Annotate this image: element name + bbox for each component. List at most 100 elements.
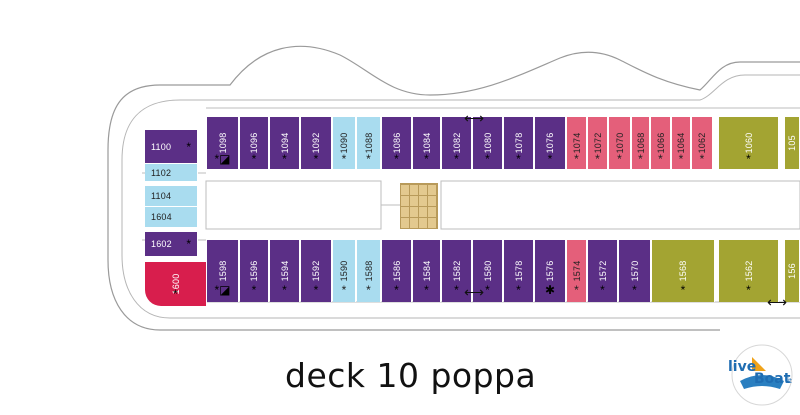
- cabin-marker: *: [313, 283, 319, 297]
- cabin-1576[interactable]: 1576✱: [535, 240, 566, 302]
- cabin-marker: *: [282, 283, 287, 297]
- cabin-number: 1060: [743, 132, 754, 154]
- cabin-1600[interactable]: 1600*: [145, 262, 207, 306]
- cabin-1070[interactable]: 1070*: [609, 117, 631, 169]
- cabin-1104[interactable]: 1104: [145, 186, 198, 206]
- stairwell: [400, 183, 438, 229]
- cabin-1062[interactable]: 1062*: [692, 117, 713, 169]
- cabin-number: 1082: [451, 132, 462, 154]
- cabin-105[interactable]: 105: [785, 117, 800, 169]
- cabin-1582[interactable]: 1582*: [442, 240, 472, 302]
- cabin-1596[interactable]: 1596*: [240, 240, 269, 302]
- cabin-marker: *: [595, 152, 600, 166]
- cabin-number: 1584: [421, 260, 432, 282]
- cabin-1098[interactable]: 1098*◪: [207, 117, 239, 169]
- cabin-1586[interactable]: 1586*: [382, 240, 412, 302]
- cabin-number: 1086: [391, 132, 402, 154]
- cabin-marker: *: [251, 152, 257, 166]
- cabin-1082[interactable]: 1082*: [442, 117, 472, 169]
- cabin-1064[interactable]: 1064*: [672, 117, 691, 169]
- cabin-1072[interactable]: 1072*: [588, 117, 608, 169]
- cabin-1078[interactable]: 1078*: [504, 117, 534, 169]
- cabin-1076[interactable]: 1076*: [535, 117, 566, 169]
- cabin-number: 1568: [678, 260, 688, 282]
- cabin-1096[interactable]: 1096*: [240, 117, 269, 169]
- cabin-number: 1070: [614, 132, 625, 154]
- cabin-marker: *: [485, 283, 490, 297]
- cabin-marker: *: [282, 152, 287, 166]
- cabin-marker: *: [632, 283, 637, 297]
- cabin-1594[interactable]: 1594*: [270, 240, 300, 302]
- cabin-1102[interactable]: 1102: [145, 164, 198, 181]
- cabin-number: 1598: [217, 260, 228, 282]
- cabin-1592[interactable]: 1592*: [301, 240, 332, 302]
- cabin-1088[interactable]: 1088*: [357, 117, 381, 169]
- cabin-marker: *: [746, 283, 751, 297]
- cabin-1100[interactable]: 1100 *: [145, 130, 198, 163]
- double-arrow-icon: ⟷: [767, 294, 788, 310]
- cabin-1086[interactable]: 1086*: [382, 117, 412, 169]
- cabin-marker: *: [186, 139, 191, 154]
- cabin-1094[interactable]: 1094*: [270, 117, 300, 169]
- cabin-marker: ✱: [544, 283, 556, 297]
- cabin-1568[interactable]: 1568*: [652, 240, 715, 302]
- cabin-marker: *: [617, 152, 622, 166]
- cabin-number: 1102: [151, 167, 172, 178]
- double-arrow-icon: ⟷: [464, 284, 485, 300]
- cabin-1602[interactable]: 1602*: [145, 232, 198, 256]
- cabin-number: 1604: [151, 212, 172, 222]
- cabin-1060[interactable]: 1060*: [719, 117, 779, 169]
- cabin-marker: *: [516, 152, 521, 166]
- cabin-number: 1586: [391, 260, 402, 282]
- cabin-1578[interactable]: 1578*: [504, 240, 534, 302]
- cabin-1598[interactable]: 1598*◪: [207, 240, 239, 302]
- cabin-number: 1580: [482, 260, 493, 282]
- cabin-1074[interactable]: 1074*: [567, 117, 587, 169]
- cabin-number: 1574: [571, 260, 582, 282]
- deck-title: deck 10 poppa: [285, 356, 537, 395]
- cabin-marker: *: [424, 152, 429, 166]
- cabin-number: 1596: [249, 260, 259, 282]
- cabin-marker: *: [394, 283, 399, 297]
- cabin-number: 1064: [676, 132, 686, 154]
- cabin-marker: *: [341, 283, 347, 297]
- cabin-1570[interactable]: 1570*: [619, 240, 651, 302]
- cabin-1604[interactable]: 1604: [145, 207, 198, 227]
- cabin-marker: *: [341, 152, 347, 166]
- cabin-number: 1066: [655, 132, 666, 154]
- cabin-1572[interactable]: 1572*: [588, 240, 618, 302]
- cabin-number: 1090: [339, 132, 349, 154]
- cabin-marker: *: [658, 152, 663, 166]
- cabin-1092[interactable]: 1092*: [301, 117, 332, 169]
- double-arrow-icon: ⟷: [464, 110, 485, 126]
- cabin-number: 1062: [697, 132, 707, 154]
- cabin-number: 1100: [151, 141, 172, 152]
- cabin-1084[interactable]: 1084*: [413, 117, 441, 169]
- cabin-1090[interactable]: 1090*: [333, 117, 356, 169]
- cabin-1066[interactable]: 1066*: [651, 117, 671, 169]
- cabin-number: 1576: [545, 260, 555, 282]
- cabin-1080[interactable]: 1080*: [473, 117, 503, 169]
- cabin-156[interactable]: 156: [785, 240, 800, 302]
- svg-text:.it: .it: [785, 377, 792, 385]
- cabin-number: 105: [787, 135, 797, 151]
- cabin-1584[interactable]: 1584*: [413, 240, 441, 302]
- cabin-1588[interactable]: 1588*: [357, 240, 381, 302]
- cabin-marker: *: [600, 283, 605, 297]
- cabin-marker: *: [638, 152, 643, 166]
- cabin-1562[interactable]: 1562*: [719, 240, 779, 302]
- cabin-number: 1076: [545, 132, 555, 154]
- cabin-1574[interactable]: 1574*: [567, 240, 587, 302]
- cabin-marker: *: [746, 152, 751, 166]
- cabin-number: 1078: [513, 132, 524, 154]
- cabin-1580[interactable]: 1580*: [473, 240, 503, 302]
- cabin-number: 1588: [363, 260, 374, 282]
- cabin-1068[interactable]: 1068*: [632, 117, 650, 169]
- cabin-number: 1080: [482, 132, 493, 154]
- cabin-1590[interactable]: 1590*: [333, 240, 356, 302]
- cabin-number: 1084: [421, 132, 432, 154]
- cabin-number: 1068: [635, 132, 646, 154]
- cabin-marker: *: [454, 152, 459, 166]
- cabin-marker: *: [366, 283, 371, 297]
- cabin-number: 1578: [513, 260, 524, 282]
